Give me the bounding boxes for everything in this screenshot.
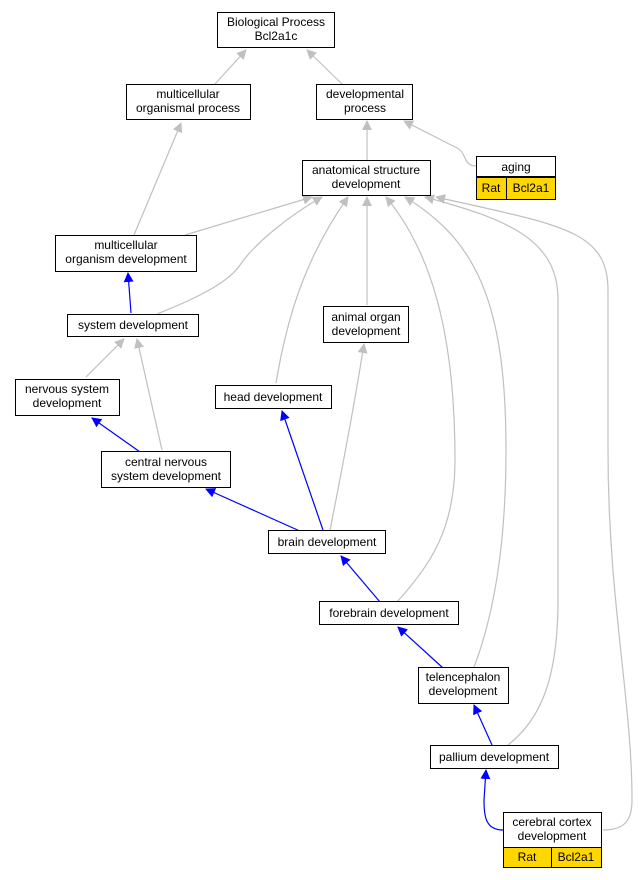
edge-pd-to-td <box>473 704 493 746</box>
node-aging[interactable]: aging Rat Bcl2a1 <box>476 156 556 200</box>
node-brain-development[interactable]: brain development <box>268 530 386 554</box>
node-label-line: cerebral cortex <box>512 815 591 829</box>
species-label: Rat <box>482 181 501 195</box>
node-label-line: development <box>332 324 401 338</box>
node-label-line: organism development <box>65 252 187 266</box>
node-label-line: system development <box>78 318 189 332</box>
node-label-line: development <box>332 177 401 191</box>
node-label-line: organismal process <box>136 101 240 115</box>
edge-cnsd-to-nsd <box>91 417 141 453</box>
gene-label: Bcl2a1 <box>513 181 550 195</box>
edge-sd-to-mod <box>123 272 134 314</box>
node-label-line: central nervous <box>125 455 207 469</box>
edge-cnsd-to-sd <box>134 338 163 451</box>
node-animal-organ-development[interactable]: animal organ development <box>323 306 409 343</box>
node-telencephalon-development[interactable]: telencephalon development <box>418 667 509 704</box>
node-label-line: forebrain development <box>329 606 449 620</box>
edge-ccd-to-pd <box>480 769 504 831</box>
node-label-line: multicellular <box>94 238 157 252</box>
node-head-development[interactable]: head development <box>215 385 332 409</box>
node-label-line: system development <box>111 469 222 483</box>
edges <box>85 49 633 831</box>
node-label-line: multicellular <box>156 87 219 101</box>
node-label-line: development <box>518 829 587 843</box>
node-label-line: head development <box>224 390 323 404</box>
node-label-line: brain development <box>278 535 377 549</box>
node-label-line: Biological Process <box>227 15 325 29</box>
node-multicellular-organism-development[interactable]: multicellular organism development <box>55 235 197 272</box>
gene-cell <box>506 177 556 200</box>
edge-nsd-to-sd <box>85 338 125 378</box>
edge-mop-to-bp <box>214 49 247 85</box>
node-central-nervous-system-development[interactable]: central nervous system development <box>101 451 231 488</box>
node-label-line: Bcl2a1c <box>255 29 298 43</box>
node-cerebral-cortex-development[interactable]: cerebral cortex development Rat Bcl2a1 <box>503 812 602 868</box>
node-pallium-development[interactable]: pallium development <box>430 745 559 769</box>
edge-fd-to-bd <box>340 555 381 603</box>
edge-bd-to-aod <box>329 343 368 531</box>
edge-bd-to-cnsd <box>205 488 303 533</box>
edge-ccd-to-asd <box>435 194 633 831</box>
node-multicellular-organismal-process[interactable]: multicellular organismal process <box>126 84 251 120</box>
nodes: Biological Process Bcl2a1c multicellular… <box>15 12 602 868</box>
node-label-line: anatomical structure <box>312 163 420 177</box>
node-label-line: developmental <box>326 87 404 101</box>
node-forebrain-development[interactable]: forebrain development <box>319 601 459 625</box>
node-label-line: development <box>33 396 102 410</box>
node-developmental-process[interactable]: developmental process <box>316 84 413 120</box>
node-label-line: telencephalon <box>426 670 501 684</box>
edge-mod-to-mop <box>133 122 183 236</box>
node-label-line: aging <box>501 160 530 174</box>
gene-label: Bcl2a1 <box>558 850 595 864</box>
edge-bd-to-hd <box>280 410 324 531</box>
node-label-line: development <box>429 684 498 698</box>
edge-td-to-asd <box>404 196 507 668</box>
edge-td-to-fd <box>397 626 444 669</box>
node-label-line: pallium development <box>439 750 550 764</box>
node-nervous-system-development[interactable]: nervous system development <box>15 379 120 416</box>
node-label-line: process <box>344 101 386 115</box>
node-system-development[interactable]: system development <box>67 314 199 337</box>
species-label: Rat <box>518 850 537 864</box>
edge-dp-to-bp <box>306 49 343 85</box>
node-label-line: animal organ <box>331 310 400 324</box>
edge-pd-to-asd <box>424 194 559 746</box>
edge-aging-to-dp <box>403 120 477 167</box>
node-anatomical-structure-development[interactable]: anatomical structure development <box>302 160 431 196</box>
gene-cell <box>551 847 602 868</box>
node-biological-process[interactable]: Biological Process Bcl2a1c <box>217 12 335 48</box>
node-label-line: nervous system <box>25 382 109 396</box>
edge-sd-to-asd <box>156 196 323 315</box>
edge-fd-to-asd <box>385 196 456 603</box>
edge-hd-to-asd <box>275 196 349 384</box>
edge-mod-to-asd <box>184 194 313 236</box>
